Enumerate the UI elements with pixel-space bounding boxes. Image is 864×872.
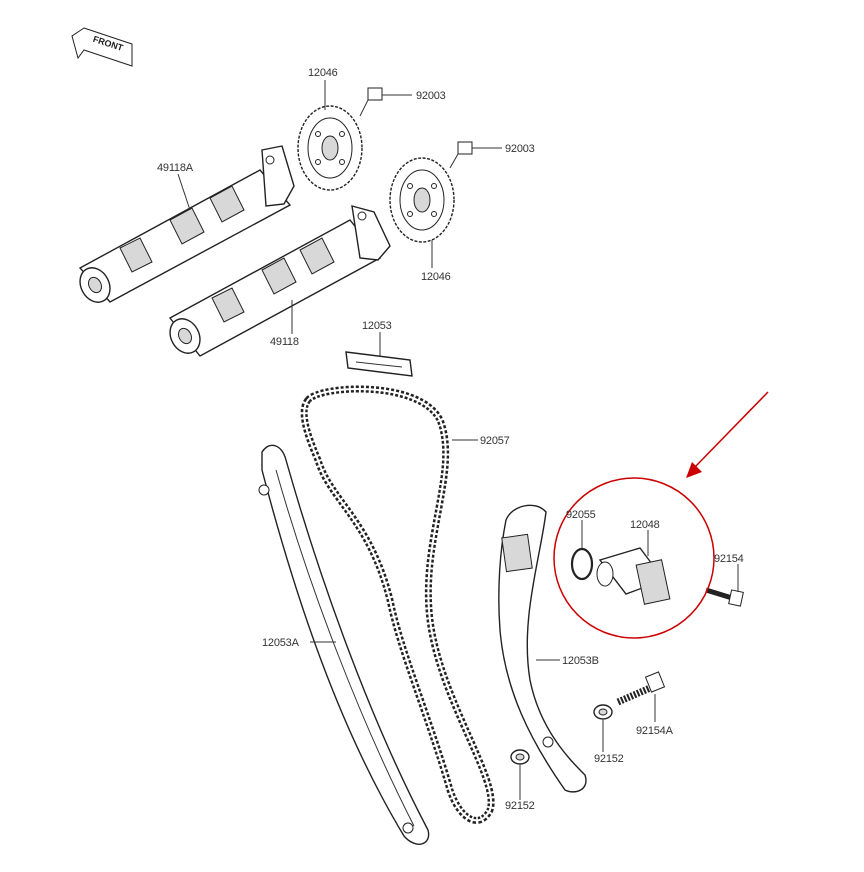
guide-left[interactable]	[258, 444, 430, 845]
label-cam-lower: 49118	[270, 336, 299, 348]
label-chain: 92057	[480, 435, 510, 447]
label-bolt-tensioner: 92154	[714, 553, 744, 565]
label-bolt-long: 92154A	[636, 725, 674, 737]
front-arrow-icon: FRONT	[71, 27, 133, 67]
bolt-right-icon[interactable]	[449, 141, 473, 169]
sprocket-top[interactable]	[297, 105, 363, 191]
guide-top[interactable]	[345, 351, 413, 377]
label-tensioner: 12048	[630, 519, 660, 531]
guide-right[interactable]	[498, 504, 587, 793]
label-guide-top: 12053	[362, 320, 392, 332]
label-collar-right: 92152	[594, 753, 624, 765]
o-ring-icon[interactable]	[570, 547, 594, 581]
label-cam-upper: 49118A	[157, 162, 194, 174]
highlight-annotation	[553, 391, 769, 639]
sprocket-bottom[interactable]	[389, 157, 455, 243]
label-sprocket-top: 12046	[308, 67, 338, 79]
tensioner-body[interactable]	[596, 547, 671, 605]
label-bolt-top: 92003	[416, 90, 446, 102]
long-bolt-icon[interactable]	[616, 671, 666, 706]
label-oring: 92055	[566, 509, 596, 521]
tensioner-bolt-icon[interactable]	[705, 587, 744, 607]
collar-left-icon[interactable]	[510, 749, 530, 765]
collar-right-icon[interactable]	[593, 704, 613, 720]
camshaft-upper[interactable]	[74, 145, 295, 307]
label-guide-right: 12053B	[562, 655, 599, 667]
label-sprocket-bottom: 12046	[421, 271, 451, 283]
timing-chain[interactable]	[300, 385, 495, 824]
bolt-top-icon[interactable]	[359, 87, 383, 117]
leader-lines	[177, 80, 739, 800]
camshaft-lower[interactable]	[164, 205, 391, 358]
label-bolt-right: 92003	[505, 143, 535, 155]
label-collar-left: 92152	[505, 800, 535, 812]
label-guide-left: 12053A	[262, 637, 300, 649]
